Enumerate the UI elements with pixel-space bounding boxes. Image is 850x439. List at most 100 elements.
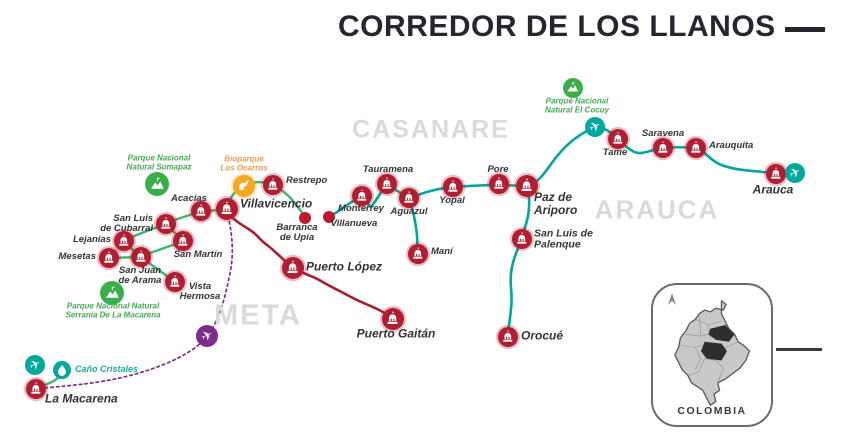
- parque-serrania-macarena-label: Parque Nacional Natural Serranía De La M…: [65, 301, 161, 319]
- monument-icon: [119, 234, 129, 246]
- highlight-meta: [700, 341, 728, 361]
- san-luis-de-palenque-label: San Luis de Palenque: [534, 227, 593, 251]
- la-macarena-label: La Macarena: [45, 391, 118, 406]
- vista-hermosa-marker: [165, 272, 185, 292]
- monument-icon: [357, 189, 367, 201]
- monterrey-marker: [352, 186, 372, 206]
- colombia-inset: COLOMBIA: [651, 283, 773, 427]
- monument-icon: [771, 167, 781, 179]
- villavicencio-marker: [216, 198, 238, 220]
- arauca-label: Arauca: [752, 182, 794, 197]
- arauquita-label: Arauquita: [709, 139, 754, 151]
- north-arrow-icon: [668, 293, 676, 305]
- airplane-icon: ✈: [786, 163, 804, 183]
- restrepo-marker: [263, 175, 283, 195]
- page-title: CORREDOR DE LOS LLANOS: [338, 10, 776, 43]
- monument-icon: [522, 178, 532, 192]
- bioparque-los-ocarros-label: Bioparque Los Ocarros: [220, 154, 268, 172]
- monument-icon: [613, 132, 623, 144]
- airplane-icon: ✈: [26, 355, 44, 375]
- orocue-label: Orocué: [521, 328, 564, 343]
- mesetas-label: Mesetas: [58, 250, 97, 262]
- pore-label: Pore: [487, 163, 509, 175]
- la-macarena-airport-marker: ✈: [25, 355, 45, 375]
- monument-icon: [503, 330, 513, 342]
- route-rio-meta-red: [226, 211, 395, 320]
- san-luis-de-cubarral-marker: [156, 214, 176, 234]
- paz-de-ariporo-label: Paz de Ariporo: [534, 190, 578, 217]
- san-juan-de-arama-marker: [131, 247, 151, 267]
- pore-marker: [489, 174, 509, 194]
- mountain-park-icon: [150, 177, 164, 189]
- yopal-label: Yopal: [439, 194, 465, 206]
- aguazul-marker: [399, 188, 419, 208]
- mountain-park-icon: [567, 82, 579, 92]
- airplane-icon: ✈: [198, 326, 216, 346]
- villanueva-label: Villanueva: [330, 217, 378, 229]
- monument-icon: [658, 141, 668, 153]
- monument-icon: [691, 141, 701, 153]
- barranca-de-upia-label: Barranca de Upía: [276, 221, 318, 243]
- route-segment: [506, 236, 524, 337]
- arauca-airport-marker: ✈: [785, 163, 805, 183]
- arauca-marker: [766, 164, 786, 184]
- puerto-lopez-marker: [282, 257, 304, 279]
- saravena-label: Saravena: [641, 127, 685, 139]
- monument-icon: [388, 311, 398, 325]
- san-martin-marker: [173, 231, 193, 251]
- inset-country-label: COLOMBIA: [677, 405, 747, 417]
- parque-sumapaz-marker: [145, 172, 169, 196]
- lejanias-marker: [114, 231, 134, 251]
- tauramena-label: Tauramena: [362, 163, 414, 175]
- monument-icon: [448, 180, 458, 192]
- page-title-wrap: CORREDOR DE LOS LLANOS: [338, 10, 825, 44]
- route-segment: [327, 126, 778, 219]
- region-arauca-label: ARAUCA: [594, 194, 720, 225]
- monument-icon: [196, 204, 206, 216]
- villavicencio-label: Villavicencio: [240, 196, 313, 211]
- acacias-marker: [191, 201, 211, 221]
- monterrey-label: Monterrey: [338, 202, 384, 214]
- puerto-lopez-label: Puerto López: [306, 259, 383, 274]
- villanueva-marker: [323, 211, 335, 223]
- restrepo-label: Restrepo: [286, 174, 328, 186]
- route-segment: [225, 180, 306, 218]
- region-casanare-label: CASANARE: [352, 115, 510, 144]
- lejanias-label: Lejanías: [72, 233, 111, 245]
- vista-hermosa-label: Vista Hermosa: [179, 280, 221, 302]
- paz-de-ariporo-marker: [516, 175, 538, 197]
- orocue-marker: [498, 327, 518, 347]
- san-martin-label: San Martín: [173, 248, 223, 260]
- monument-icon: [404, 191, 414, 203]
- monument-icon: [136, 250, 146, 262]
- puerto-gaitan-label: Puerto Gaitán: [356, 326, 436, 341]
- monument-icon: [170, 275, 180, 287]
- aguazul-label: Aguazul: [390, 205, 428, 217]
- colombia-map-icon: [674, 300, 751, 406]
- flight-connection-airport-marker: ✈: [196, 325, 218, 347]
- monument-icon: [104, 251, 114, 263]
- inset-connector-line: [776, 348, 822, 351]
- monument-icon: [268, 178, 278, 190]
- mani-marker: [408, 244, 428, 264]
- saravena-marker: [653, 138, 673, 158]
- monument-icon: [517, 232, 527, 244]
- monument-icon: [413, 247, 423, 259]
- acacias-label: Acacias: [171, 192, 207, 204]
- mountain-park-icon: [105, 286, 119, 298]
- parque-sumapaz-label: Parque Nacional Natural Sumapaz: [126, 153, 192, 171]
- monument-icon: [178, 234, 188, 246]
- monument-icon: [494, 177, 504, 189]
- monument-icon: [161, 217, 171, 229]
- tame-marker: [608, 129, 628, 149]
- arauquita-marker: [686, 138, 706, 158]
- la-macarena-marker: [26, 379, 46, 399]
- tame-label: Tame: [602, 146, 628, 158]
- yopal-marker: [443, 177, 463, 197]
- monument-icon: [382, 177, 392, 189]
- parque-serrania-macarena-marker: [100, 281, 124, 305]
- highlight-arauca-casanare: [708, 325, 735, 342]
- monument-icon: [31, 382, 41, 394]
- san-luis-de-palenque-marker: [512, 229, 532, 249]
- region-meta-label: META: [213, 299, 303, 332]
